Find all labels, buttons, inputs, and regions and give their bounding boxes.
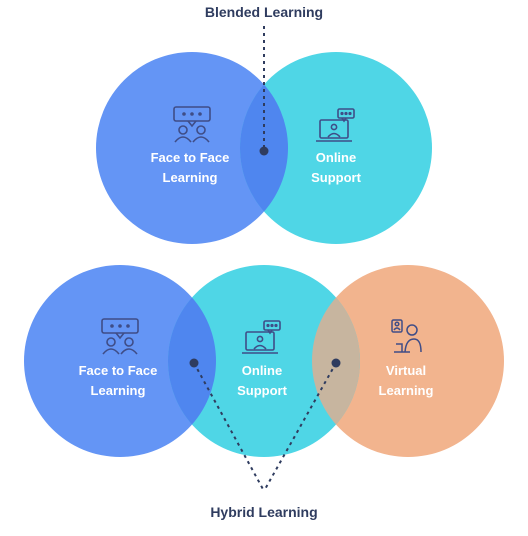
hybrid-virtual-label-line2: Learning: [379, 383, 434, 398]
hybrid-face-to-face-circle: [24, 265, 216, 457]
people-chat-icon: [101, 318, 139, 355]
blended-face-to-face-label-line1: Face to Face: [151, 150, 230, 165]
people-chat-icon: [173, 106, 211, 143]
person-screen-icon: [391, 319, 422, 353]
blended-face-to-face-label-line2: Learning: [163, 170, 218, 185]
blended-learning-group: Face to Face Learning Online Support Ble…: [96, 4, 432, 244]
hybrid-left-connector-dot: [189, 358, 199, 368]
blended-learning-caption: Blended Learning: [205, 4, 323, 20]
blended-connector-dot: [259, 146, 269, 156]
hybrid-left-connector-line: [193, 362, 265, 492]
hybrid-right-connector-dot: [331, 358, 341, 368]
hybrid-virtual-learning-circle: [312, 265, 504, 457]
hybrid-virtual-label-line1: Virtual: [386, 363, 426, 378]
hybrid-online-support-circle: [168, 265, 360, 457]
hybrid-face-to-face-label-line1: Face to Face: [79, 363, 158, 378]
blended-online-label-line1: Online: [316, 150, 356, 165]
laptop-chat-icon: [316, 108, 355, 142]
hybrid-learning-group: Face to Face Learning Online Support Vir: [24, 265, 504, 520]
laptop-chat-icon: [242, 320, 281, 354]
hybrid-online-label-line1: Online: [242, 363, 282, 378]
hybrid-learning-caption: Hybrid Learning: [210, 504, 317, 520]
hybrid-online-label-line2: Support: [237, 383, 287, 398]
hybrid-face-to-face-label-line2: Learning: [91, 383, 146, 398]
blended-online-label-line2: Support: [311, 170, 361, 185]
blended-online-support-circle: [240, 52, 432, 244]
blended-face-to-face-circle: [96, 52, 288, 244]
